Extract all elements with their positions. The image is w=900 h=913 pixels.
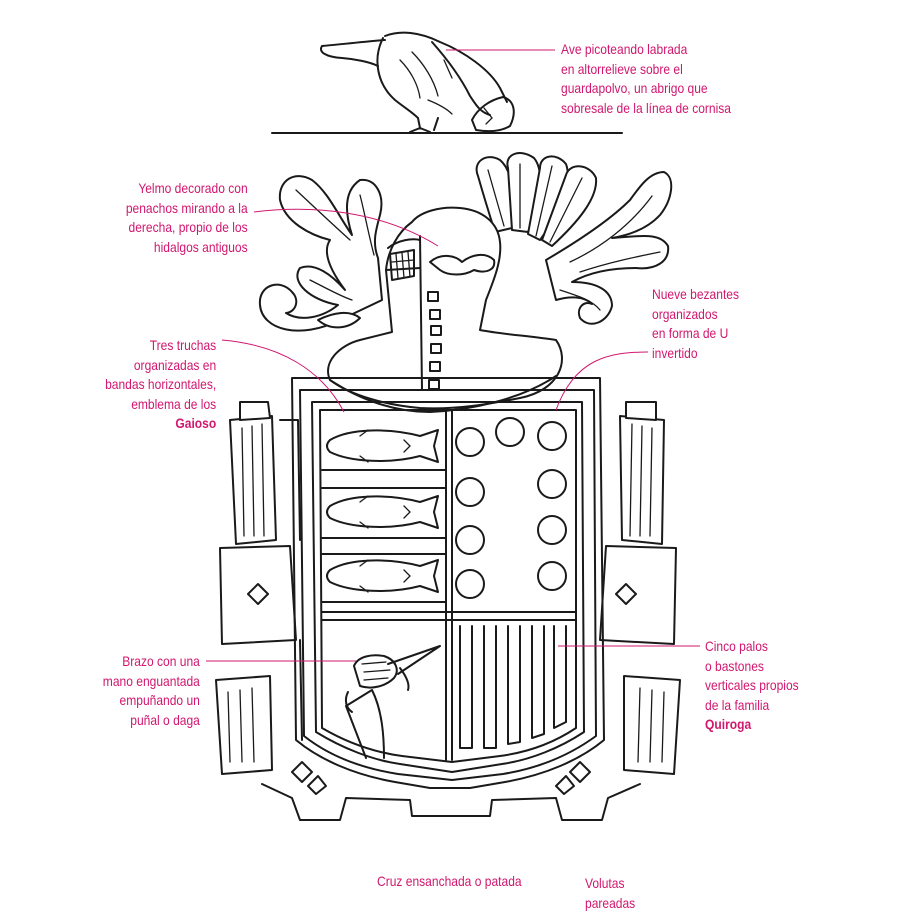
callout-cross: Cruz ensanchada o patada xyxy=(377,873,522,889)
helmet xyxy=(327,206,563,413)
callout-trout: Tres truchas organizadas en bandas horiz… xyxy=(104,337,216,431)
three-trout xyxy=(321,429,447,603)
arm-with-dagger xyxy=(344,645,441,759)
trout-1 xyxy=(326,429,439,463)
family-name-quiroga: Quiroga xyxy=(705,716,752,732)
nine-bezants xyxy=(455,417,567,599)
mantling-right-feathers xyxy=(475,152,673,325)
callout-arm: Brazo con una mano enguantada empuñando … xyxy=(102,653,200,728)
pecking-bird xyxy=(271,31,623,134)
leader-lines xyxy=(206,49,700,662)
callout-bird: Ave picoteando labrada en altorrelieve s… xyxy=(561,41,732,116)
mantling-left xyxy=(258,175,383,332)
shield-field xyxy=(319,409,577,763)
side-columns xyxy=(215,401,681,775)
helmet-crest xyxy=(429,254,496,276)
callout-palos: Cinco palos o bastones verticales propio… xyxy=(705,638,799,732)
callout-volutes: Volutas pareadas xyxy=(585,875,636,911)
family-name-gaioso: Gaioso xyxy=(175,415,216,431)
shield-frame xyxy=(261,377,641,821)
callout-bezants: Nueve bezantes organizados en forma de U… xyxy=(652,286,740,361)
callout-helmet: Yelmo decorado con penachos mirando a la… xyxy=(126,180,248,255)
trout-2 xyxy=(326,495,439,529)
trout-3 xyxy=(326,559,439,593)
five-palos xyxy=(459,625,567,749)
